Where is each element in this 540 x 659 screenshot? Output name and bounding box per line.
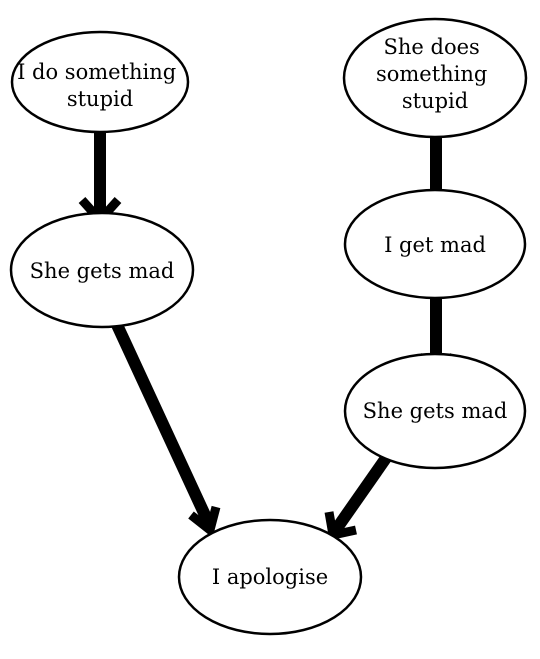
node-label-line: something <box>376 62 487 86</box>
arrows <box>78 128 458 541</box>
node-label-line: I get mad <box>384 233 486 257</box>
node-label: I get mad <box>384 233 486 257</box>
node-ellipse <box>343 188 527 300</box>
arrow-i-do-stupid-to-she-gets-mad-left <box>78 128 122 227</box>
node-label-line: stupid <box>402 89 468 113</box>
node-label-line: stupid <box>67 87 133 111</box>
node-ellipse <box>9 211 195 329</box>
node-label: I do something stupid <box>17 60 183 111</box>
node-ellipse <box>343 352 527 470</box>
node-label: She gets mad <box>30 259 175 283</box>
node-label: I apologise <box>212 565 328 589</box>
node-label: She does something stupid <box>376 35 494 113</box>
node-she-gets-mad-left: She gets mad <box>9 211 195 329</box>
node-label-line: She gets mad <box>30 259 175 283</box>
node-i-get-mad: I get mad <box>343 188 527 300</box>
node-ellipse <box>10 30 190 134</box>
node-ellipse <box>342 17 528 139</box>
node-she-gets-mad-right: She gets mad <box>343 352 527 470</box>
arrow-she-gets-mad-left-to-i-apologise <box>106 311 221 538</box>
arrow-she-gets-mad-right-to-i-apologise <box>324 454 391 541</box>
node-she-does-something-stupid: She does something stupid <box>342 17 528 139</box>
node-label: She gets mad <box>363 399 508 423</box>
node-i-do-something-stupid: I do something stupid <box>10 30 190 134</box>
node-label-line: She gets mad <box>363 399 508 423</box>
node-label-line: She does <box>384 35 480 59</box>
node-ellipse <box>177 518 363 636</box>
node-label-line: I do something <box>17 60 176 84</box>
node-label-line: I apologise <box>212 565 328 589</box>
node-i-apologise: I apologise <box>177 518 363 636</box>
